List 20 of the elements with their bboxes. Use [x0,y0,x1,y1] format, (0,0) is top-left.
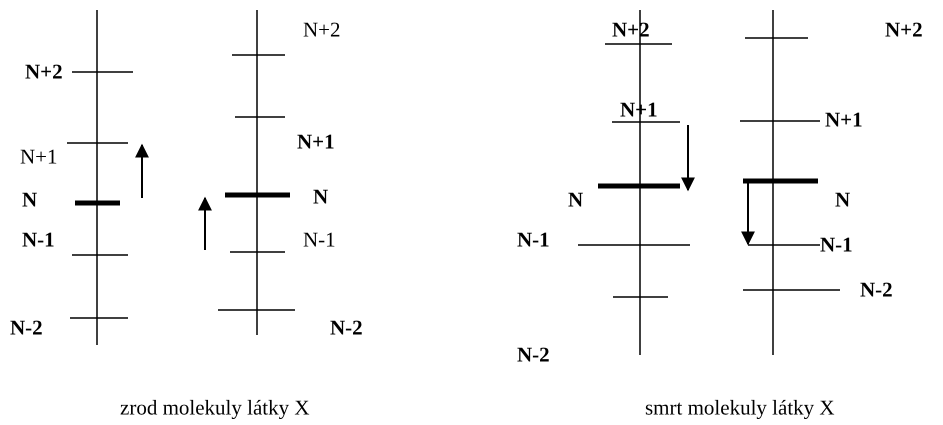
level-label: N+2 [25,62,63,82]
level-label: N [568,190,584,210]
level-label: N+1 [297,132,335,152]
caption-text: smrt molekuly látky X [645,398,835,418]
level-label: N-2 [330,318,363,338]
level-label: N [313,186,328,208]
level-label: N [22,190,38,210]
level-label: N-1 [22,230,55,250]
level-label: N+1 [825,110,863,130]
level-label: N-2 [517,344,550,366]
caption-text: zrod molekuly látky X [120,398,310,418]
level-label: N+2 [303,20,341,40]
level-label: N-2 [10,318,43,338]
level-label: N+2 [885,20,923,40]
level-label: N [835,190,850,210]
level-label: N+1 [20,146,58,168]
level-label: N-2 [860,280,893,300]
level-label: N-1 [517,230,550,250]
level-label: N-1 [820,234,853,256]
level-label: N-1 [303,230,336,250]
